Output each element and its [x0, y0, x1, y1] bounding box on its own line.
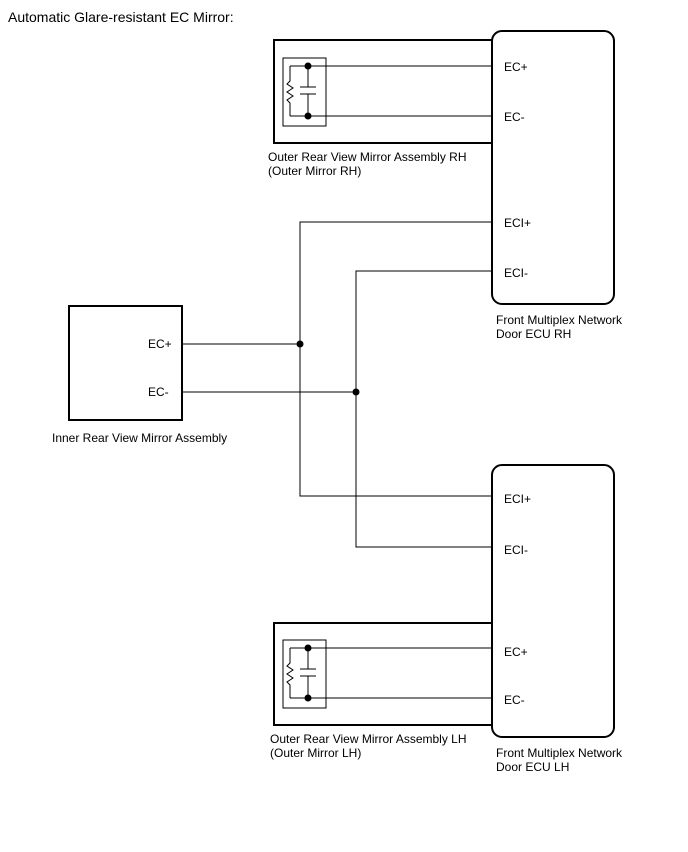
- outer-mirror-rh-box: [273, 39, 493, 144]
- inner-mirror-box: [68, 305, 183, 421]
- ecu-rh: EC+ EC- ECI+ ECI- Front Multiplex Networ…: [491, 30, 623, 341]
- wires: [182, 65, 492, 699]
- inner-mirror: EC+ EC- Inner Rear View Mirror Assembly: [52, 305, 227, 445]
- junction-dot: [352, 388, 360, 396]
- ecu-rh-pin-eci-plus: ECI+: [504, 216, 531, 230]
- outer-mirror-rh-name-line2: (Outer Mirror RH): [268, 164, 361, 178]
- ecu-rh-pin-ec-plus: EC+: [504, 60, 528, 74]
- outer-mirror-rh-ec-element: [286, 65, 316, 117]
- outer-mirror-lh-element-box: [282, 639, 327, 709]
- inner-mirror-pin-ec-minus: EC-: [148, 385, 169, 399]
- ecu-rh-pin-eci-minus: ECI-: [504, 266, 528, 280]
- inner-mirror-name: Inner Rear View Mirror Assembly: [52, 431, 227, 445]
- outer-mirror-rh-element-box: [282, 57, 327, 127]
- outer-mirror-rh: Outer Rear View Mirror Assembly RH (Oute…: [268, 39, 493, 178]
- ecu-rh-pin-ec-minus: EC-: [504, 110, 525, 124]
- ecu-lh-name-line2: Door ECU LH: [496, 760, 569, 774]
- ecu-rh-box: [491, 30, 615, 305]
- ecu-lh-pin-ec-plus: EC+: [504, 645, 528, 659]
- ecu-lh: ECI+ ECI- EC+ EC- Front Multiplex Networ…: [491, 464, 623, 774]
- junction-dot: [296, 340, 304, 348]
- wire-eci-minus-bus: [355, 270, 492, 548]
- ecu-lh-pin-eci-plus: ECI+: [504, 492, 531, 506]
- inner-mirror-pin-ec-plus: EC+: [148, 337, 172, 351]
- ecu-lh-pin-ec-minus: EC-: [504, 693, 525, 707]
- outer-mirror-lh-ec-element: [286, 647, 316, 699]
- outer-mirror-lh-name-line2: (Outer Mirror LH): [270, 746, 361, 760]
- diagram-title: Automatic Glare-resistant EC Mirror:: [8, 9, 234, 25]
- wire-eci-plus-bus: [299, 221, 492, 497]
- outer-mirror-lh: Outer Rear View Mirror Assembly LH (Oute…: [270, 622, 493, 760]
- ecu-rh-name-line2: Door ECU RH: [496, 327, 571, 341]
- outer-mirror-lh-box: [273, 622, 493, 726]
- ecu-lh-name-line1: Front Multiplex Network: [496, 746, 623, 760]
- ecu-lh-pin-eci-minus: ECI-: [504, 543, 528, 557]
- outer-mirror-lh-name-line1: Outer Rear View Mirror Assembly LH: [270, 732, 467, 746]
- ecu-lh-box: [491, 464, 615, 738]
- outer-mirror-rh-name-line1: Outer Rear View Mirror Assembly RH: [268, 150, 467, 164]
- ecu-rh-name-line1: Front Multiplex Network: [496, 313, 623, 327]
